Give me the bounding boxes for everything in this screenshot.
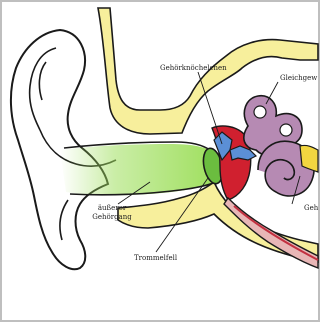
label-cochlea-partial: Geh bbox=[304, 204, 318, 213]
label-ear-canal-line2: Gehörgang bbox=[90, 213, 134, 222]
canal-loop-2 bbox=[280, 124, 292, 136]
label-eardrum: Trommelfell bbox=[134, 254, 177, 263]
canal-loop-1 bbox=[254, 106, 266, 118]
label-ossicles: Gehörknöchelchen bbox=[160, 64, 227, 73]
label-ear-canal-line1: äußerer bbox=[90, 204, 134, 213]
label-ear-canal: äußerer Gehörgang bbox=[90, 204, 134, 222]
label-vestibular: Gleichgew bbox=[280, 74, 317, 83]
